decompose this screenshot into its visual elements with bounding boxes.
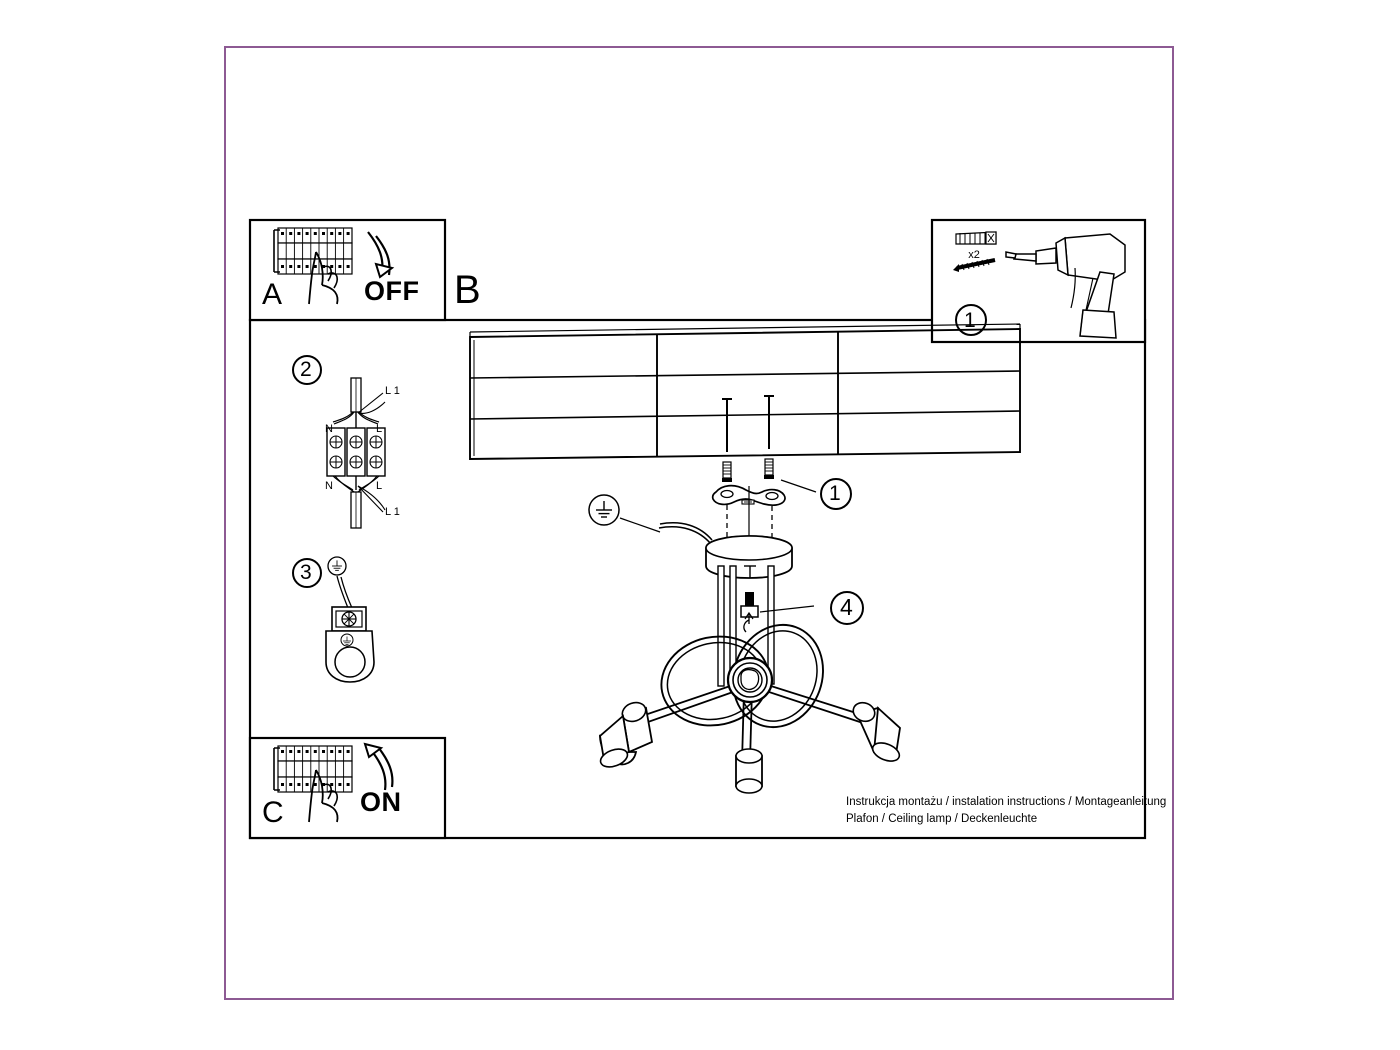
panel-c-label: C <box>262 796 284 829</box>
step-4-number: 4 <box>840 594 853 620</box>
mounting-bracket <box>711 478 852 546</box>
wire-label-l-top: L <box>376 423 383 435</box>
ceiling-canopy <box>705 535 793 687</box>
panel-b-label: B <box>454 268 481 312</box>
parts-quantity-label: x2 <box>968 249 980 261</box>
page-border <box>224 46 1174 1000</box>
step-3-number: 3 <box>300 561 312 584</box>
ceiling-panels-perspective <box>469 323 1021 460</box>
power-drill-icon <box>1005 233 1126 339</box>
wire-label-l1-top: L 1 <box>385 385 400 397</box>
ceiling-screws <box>722 395 774 482</box>
wire-label-l1-bottom: L 1 <box>385 506 400 518</box>
curved-arrow-down-icon <box>367 231 395 279</box>
panel-a-label: A <box>262 278 283 311</box>
caption-line-2: Plafon / Ceiling lamp / Deckenleuchte <box>846 813 1038 825</box>
step-3-group <box>292 556 375 683</box>
main-frame-b <box>248 318 1147 840</box>
panel-c <box>248 736 447 840</box>
wire-label-n-top: N <box>325 423 333 435</box>
three-arm-ring-ceiling-lamp <box>599 623 901 794</box>
earth-symbol-callout <box>588 494 713 545</box>
step-2-group <box>292 355 386 529</box>
panel-c-action-label: ON <box>360 787 402 817</box>
wire-label-n-bottom: N <box>325 480 333 492</box>
parts-step-number: 1 <box>964 309 976 332</box>
panel-a <box>248 218 447 322</box>
step-1-bracket-number: 1 <box>829 482 841 505</box>
screw-icon <box>953 258 996 272</box>
wire-label-l-bottom: L <box>376 480 383 492</box>
caption-line-1: Instrukcja montażu / instalation instruc… <box>846 796 1167 808</box>
step-2-number: 2 <box>300 358 312 381</box>
wall-plug-icon <box>955 231 997 245</box>
curved-arrow-up-icon <box>363 742 394 791</box>
panel-parts: x2 <box>930 218 1147 344</box>
rotate-arrow-icon <box>743 611 754 633</box>
step-1-badge <box>955 304 987 336</box>
locking-nut <box>740 591 864 633</box>
panel-a-action-label: OFF <box>364 276 420 306</box>
